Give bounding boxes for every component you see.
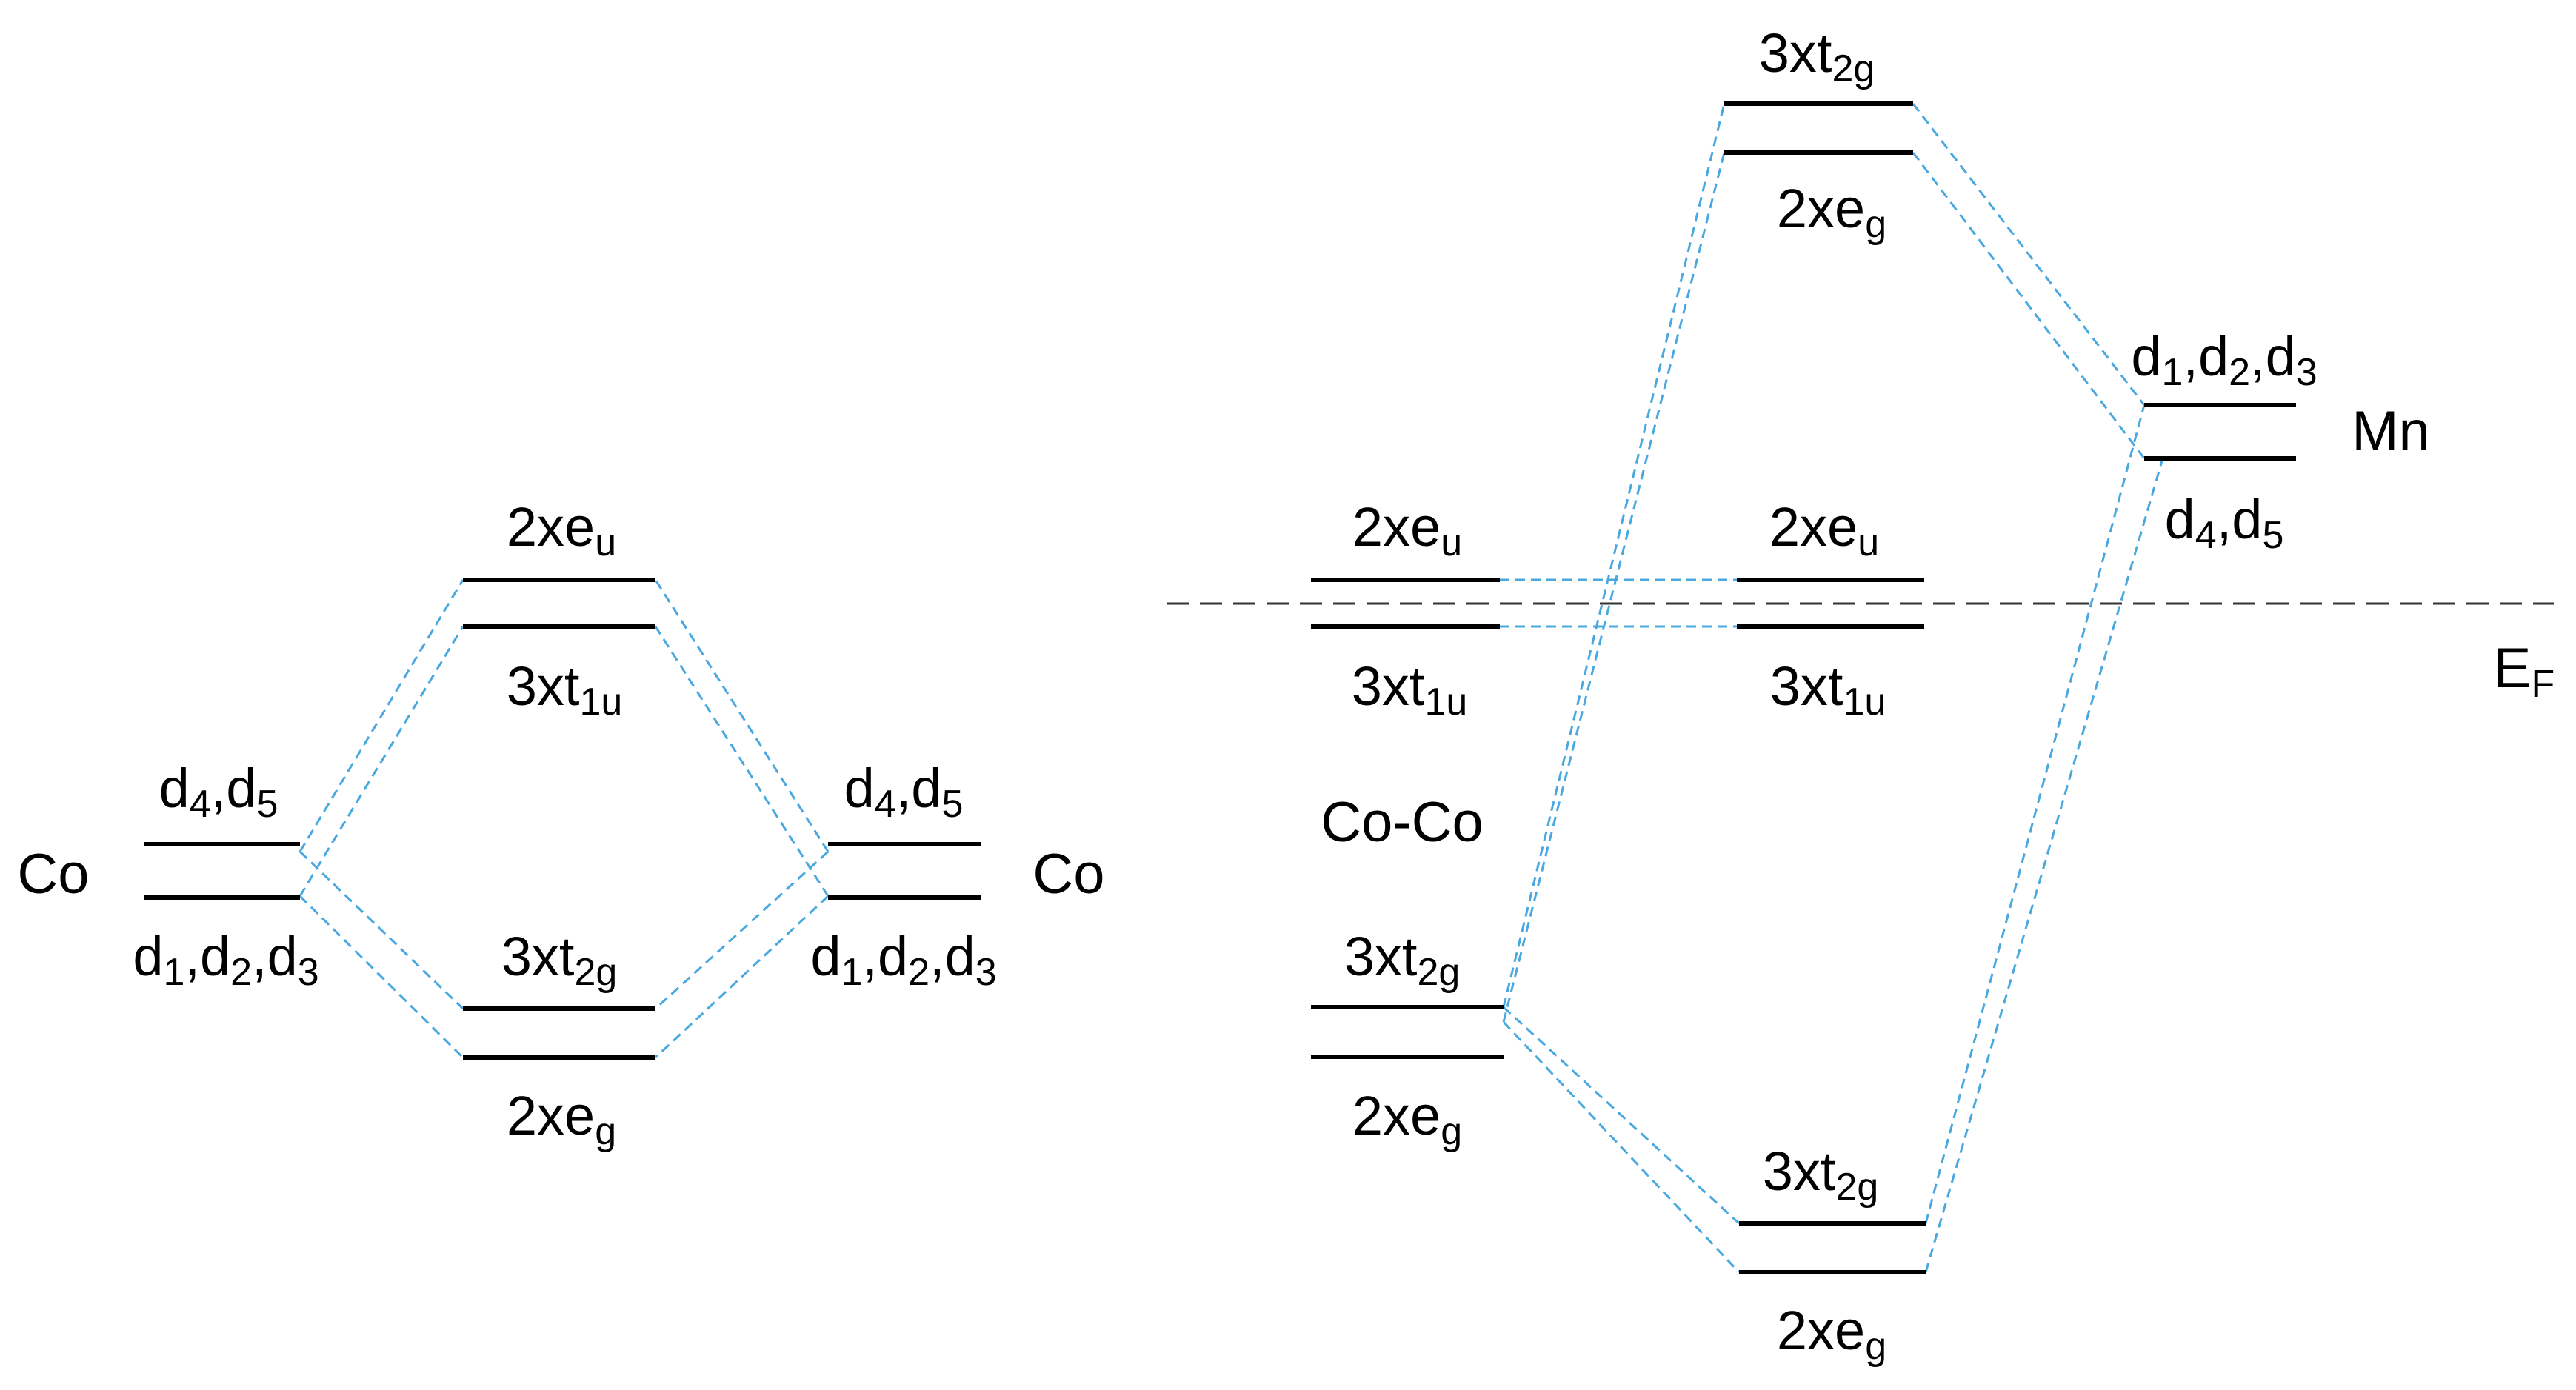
left-eu-label: 2xeu [506,496,617,564]
bottom-eg-label: 2xeg [1776,1300,1887,1368]
mn-label: Mn [2352,400,2430,463]
fermi-level-label: EF [2493,637,2555,706]
top-t2g-label: 3xt2g [1758,22,1875,90]
corr-mn-bottom-1 [1924,404,2146,1224]
corr-mn-top-2 [1912,152,2146,459]
atom-label-co-right: Co [1032,843,1105,906]
corr-right-1 [654,626,830,897]
co-left-d123-label: d1,d2,d3 [133,926,319,994]
corr-coco-eg-bottom [1502,1020,1741,1274]
co-co-label: Co-Co [1321,791,1484,854]
corr-left-1 [298,626,464,897]
corr-left-3 [298,895,464,1059]
corr-right-3 [654,895,830,1059]
coco-t2g-label: 3xt2g [1344,926,1461,994]
coco-eu-label: 2xeu [1352,496,1463,564]
corr-mn-top-1 [1912,103,2146,406]
energy-levels [144,101,2296,1274]
corr-right-2 [654,850,830,1010]
atom-label-co-left: Co [17,843,90,906]
corr-left-2 [298,850,464,1010]
co-right-d123-label: d1,d2,d3 [810,926,997,994]
left-t1u-label: 3xt1u [506,655,623,724]
co-right-d45-label: d4,d5 [844,758,964,826]
mn-d45-label: d4,d5 [2164,489,2284,557]
left-t2g-label: 3xt2g [501,926,618,994]
mid-eu-label: 2xeu [1769,496,1880,564]
corr-coco-t2g-bottom [1502,1006,1741,1225]
coco-eg-label: 2xeg [1352,1085,1463,1153]
bottom-t2g-label: 3xt2g [1762,1140,1879,1209]
mid-t1u-label: 3xt1u [1769,655,1886,724]
mn-d123-label: d1,d2,d3 [2131,326,2318,394]
corr-mn-bottom-2 [1924,458,2164,1273]
corr-left-0 [298,579,464,852]
top-eg-label: 2xeg [1776,178,1887,246]
correlation-lines [298,103,2164,1274]
coco-t1u-label: 3xt1u [1351,655,1468,724]
left-eg-label: 2xeg [506,1085,617,1153]
corr-coco-t2g-top [1502,103,1726,1008]
corr-right-0 [654,579,830,852]
co-left-d45-label: d4,d5 [159,758,278,826]
corr-coco-eg-top [1502,152,1726,1023]
